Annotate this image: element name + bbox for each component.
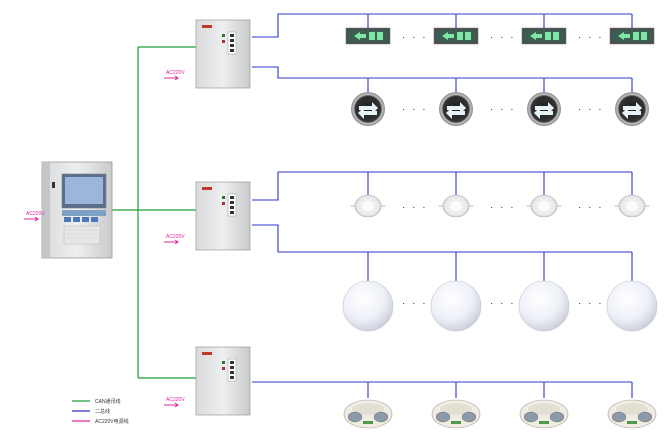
green-comm-lines [112, 46, 196, 379]
host-power-label: AC220V [26, 211, 45, 217]
globe-lamp-icon [342, 280, 394, 332]
box-power-label: AC220V [166, 70, 185, 76]
continuation-dots: · · · [402, 202, 428, 213]
downlight-icon [527, 194, 561, 218]
round-arrow-indicator-icon [615, 92, 649, 126]
distribution-box [195, 181, 251, 251]
exit-sign-icon [433, 27, 479, 45]
continuation-dots: · · · [578, 104, 604, 115]
twin-spot-light-icon [343, 399, 393, 429]
comm-line-trunk [112, 46, 196, 379]
continuation-dots: · · · [402, 104, 428, 115]
exit-sign-icon [609, 27, 655, 45]
round-arrow-indicator-icon [439, 92, 473, 126]
legend-label-bus: 二总线 [95, 408, 110, 415]
exit-sign-icon [345, 27, 391, 45]
bus-line-globe-lamps [252, 224, 632, 253]
round-arrow-indicator-icon [527, 92, 561, 126]
box-power-label: AC220V [166, 397, 185, 403]
exit-sign-icon [521, 27, 567, 45]
host-power-arrow [24, 216, 39, 222]
bus-line-round-indicators [252, 66, 632, 79]
box-power-label: AC220V [166, 234, 185, 240]
continuation-dots: · · · [490, 32, 516, 43]
continuation-dots: · · · [402, 32, 428, 43]
bus-line-exit-signs [252, 13, 632, 38]
box-power-arrow [164, 239, 179, 245]
downlight-icon [615, 194, 649, 218]
downlight-icon [439, 194, 473, 218]
box-power-arrow [164, 402, 179, 408]
continuation-dots: · · · [490, 202, 516, 213]
distribution-box [195, 19, 251, 89]
fixtures: · · · · · · · · · · · · · · · · · · · · · · · ·… [342, 27, 658, 429]
twin-spot-light-icon [519, 399, 569, 429]
globe-lamp-icon [430, 280, 482, 332]
globe-lamp-icon [518, 280, 570, 332]
legend-label-comm: CAN通讯线 [95, 398, 121, 405]
continuation-dots: · · · [578, 298, 604, 309]
twin-spot-light-icon [607, 399, 657, 429]
box-power-arrow [164, 75, 179, 81]
continuation-dots: · · · [578, 202, 604, 213]
legend-label-power: AC220V电源线 [95, 418, 129, 425]
globe-lamp-icon [606, 280, 658, 332]
continuation-dots: · · · [402, 298, 428, 309]
distribution-box [195, 346, 251, 416]
distribution-boxes: AC220V AC220V AC220V [164, 19, 251, 416]
blue-bus-lines [252, 13, 633, 398]
bus-line-downlights [252, 171, 632, 201]
continuation-dots: · · · [490, 298, 516, 309]
continuation-dots: · · · [490, 104, 516, 115]
twin-spot-light-icon [431, 399, 481, 429]
round-arrow-indicator-icon [351, 92, 385, 126]
downlight-icon [351, 194, 385, 218]
legend: CAN通讯线 二总线 AC220V电源线 [72, 398, 129, 425]
main-controller-cabinet [41, 161, 113, 259]
continuation-dots: · · · [578, 32, 604, 43]
